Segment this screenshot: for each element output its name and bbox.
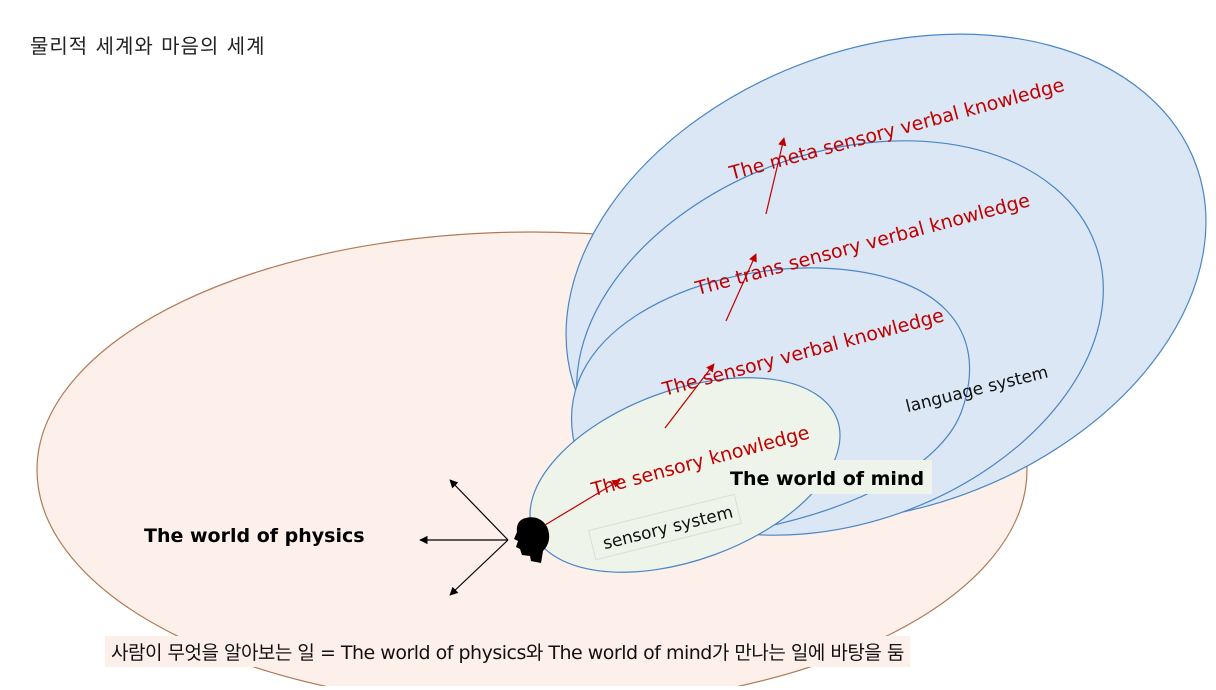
sensory-system-box xyxy=(587,493,743,561)
arrow-to-meta-sensory xyxy=(765,137,787,215)
diagram-caption: 사람이 무엇을 알아보는 일 = The world of physics와 T… xyxy=(105,636,910,667)
person-head-silhouette-icon xyxy=(514,517,550,563)
arrow-physics-down xyxy=(449,539,509,596)
world-mind-label: The world of mind xyxy=(730,468,924,490)
arrow-to-sensory xyxy=(544,479,621,526)
arrow-to-trans-sensory xyxy=(725,253,757,322)
world-physics-label: The world of physics xyxy=(144,525,365,547)
arrow-to-sensory-verbal xyxy=(664,363,715,429)
world-mind-label-bg xyxy=(722,460,932,494)
page-title: 물리적 세계와 마음의 세계 xyxy=(30,34,266,58)
arrow-physics-up xyxy=(449,479,509,541)
